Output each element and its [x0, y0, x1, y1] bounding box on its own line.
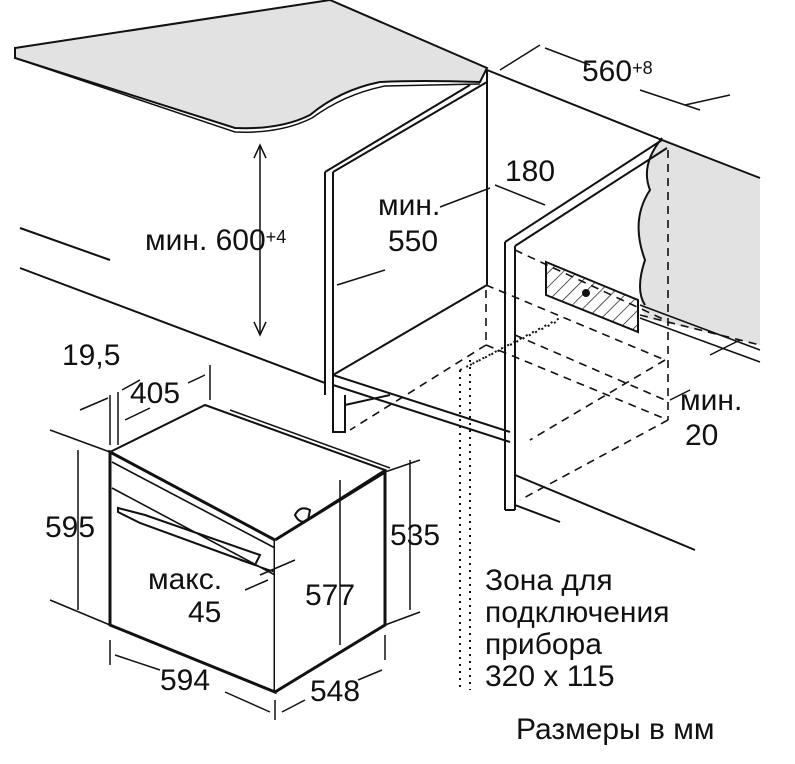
width-value: 560: [582, 55, 633, 88]
connection-zone-label: Зона для подключения прибора 320 x 115: [485, 564, 670, 693]
dimension-lines: [49, 44, 741, 720]
height-min-label: мин. 600+4: [145, 225, 286, 257]
zone-line: Зона для: [485, 564, 613, 597]
zone-line: подключения: [485, 596, 670, 629]
depth-548-label: 548: [310, 675, 361, 708]
countertop-left: [14, 0, 489, 130]
max-word: макс.: [148, 563, 223, 596]
gap-180-label: 180: [505, 155, 556, 188]
connection-zone-hatch: [545, 260, 639, 334]
units-note: Размеры в мм: [516, 713, 715, 746]
max-value: 45: [188, 596, 222, 629]
oven-drawing: [107, 403, 391, 695]
zone-line: 320 x 115: [485, 660, 615, 693]
width-tolerance: +8: [632, 58, 653, 78]
width-label: 560+8: [582, 56, 653, 88]
front-offset-label: 19,5: [62, 339, 121, 372]
min20-word: мин.: [680, 384, 743, 417]
zone-line: прибора: [485, 628, 602, 661]
width-594-label: 594: [160, 664, 211, 697]
height-min-value: мин. 600: [145, 224, 266, 257]
top-depth-label: 405: [130, 377, 181, 410]
min20-value: 20: [685, 419, 719, 452]
height-535-label: 535: [390, 519, 441, 552]
countertop-right: [638, 138, 760, 345]
depth-min-word: мин.: [378, 189, 441, 222]
height-577-label: 577: [305, 579, 356, 612]
height-tolerance: +4: [265, 227, 287, 247]
height-595-label: 595: [45, 511, 96, 544]
depth-min-value: 550: [388, 225, 439, 258]
